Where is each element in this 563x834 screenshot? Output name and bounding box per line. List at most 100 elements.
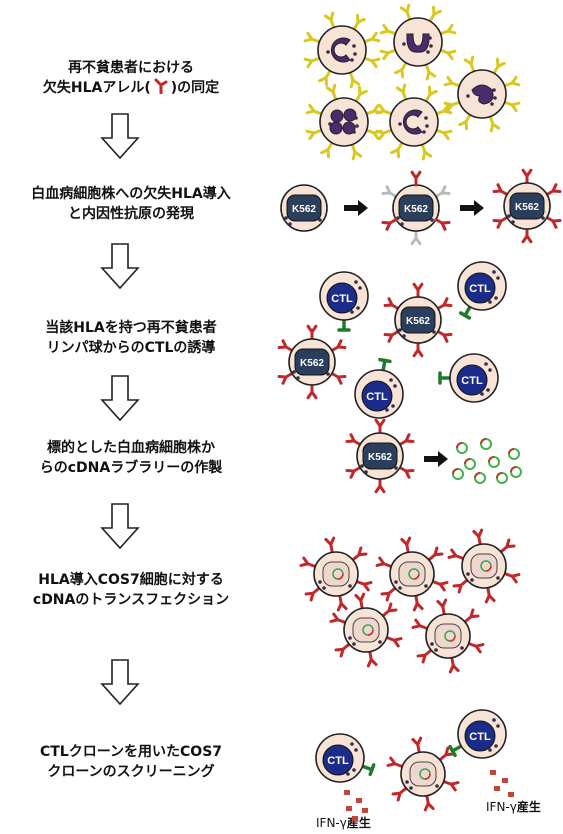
- ctl-label: CTL: [469, 731, 491, 743]
- down-arrow-icon: [101, 243, 139, 289]
- hla-receptor-icon: [380, 586, 397, 602]
- hla-receptor-icon: [330, 372, 347, 385]
- hla-receptor-icon: [363, 31, 381, 44]
- hla-receptor-icon: [492, 183, 509, 196]
- hla-receptor-icon: [351, 546, 368, 562]
- ctl-cell: CTL: [448, 709, 507, 759]
- hla-receptor-icon: [304, 586, 321, 602]
- hla-receptor-icon: [354, 592, 366, 610]
- cos7-cell: [411, 598, 485, 674]
- step-5-text: HLA導入COS7細胞に対する cDNAのトランスフェクション: [0, 570, 262, 610]
- hla-receptor-icon: [329, 612, 347, 624]
- k562-label: K562: [404, 204, 428, 215]
- hla-receptor-icon: [324, 536, 336, 554]
- hla-receptor-icon: [381, 185, 398, 198]
- step-5-line-2: cDNAのトランスフェクション: [32, 592, 230, 608]
- hla-receptor-icon: [436, 330, 453, 343]
- hla-receptor-icon: [391, 786, 408, 802]
- ifn-gamma-prefix-1: IFN-γ: [316, 816, 347, 830]
- hla-receptor-icon: [416, 648, 433, 664]
- hla-receptor-icon: [435, 103, 453, 116]
- hla-receptor-icon: [452, 578, 469, 594]
- hla-receptor-icon: [435, 128, 453, 141]
- step-2-line-2: と内因性抗原の発現: [68, 206, 194, 222]
- hla-receptor-icon: [320, 141, 334, 159]
- hla-receptor-icon: [447, 548, 465, 560]
- step-1-text: 再不貧患者における 欠失HLAアレル( )の同定: [0, 58, 262, 98]
- hla-receptor-icon: [325, 83, 338, 101]
- tcr-receptor-icon: [438, 371, 452, 385]
- tcr-receptor-icon: [448, 744, 463, 758]
- hla-receptor-icon: [448, 656, 460, 674]
- step-1-line-1: 再不貧患者における: [68, 60, 194, 76]
- hla-receptor-icon: [411, 736, 423, 754]
- down-arrow-icon: [101, 503, 139, 549]
- cdna-library-group: K562: [345, 418, 522, 494]
- hla-receptor-icon: [436, 598, 448, 616]
- hla-receptor-icon: [443, 75, 461, 88]
- hla-receptor-icon: [423, 794, 435, 812]
- hla-receptor-icon: [345, 466, 362, 479]
- cdna-plasmid-icon: [452, 468, 464, 480]
- hla-receptor-icon: [375, 103, 393, 116]
- step-6-text: CTLクローンを用いたCOS7 クローンのスクリーニング: [0, 742, 262, 782]
- k562-cell: K562: [345, 418, 415, 494]
- hla-receptor-icon: [299, 556, 317, 568]
- hla-receptor-icon: [436, 297, 453, 310]
- hla-receptor-icon: [381, 602, 398, 618]
- hla-receptor-icon: [334, 642, 351, 658]
- hla-receptor-icon: [350, 143, 363, 161]
- k562-label: K562: [368, 452, 392, 463]
- step-1-line-2b: )の同定: [170, 80, 220, 96]
- step-3-text: 当該HLAを持つ再不貧患者 リンパ球からのCTLの誘導: [0, 318, 262, 358]
- hla-receptor-icon: [336, 594, 348, 612]
- cdna-plasmid-icon: [510, 466, 522, 478]
- cos7-cell: [299, 536, 373, 612]
- hla-receptor-icon: [410, 170, 422, 187]
- hla-receptor-icon: [395, 83, 408, 101]
- granulocyte-cell: [303, 11, 381, 89]
- hla-receptor-icon: [439, 48, 457, 61]
- right-arrow-icon: [344, 200, 368, 216]
- cos7-cell: [447, 528, 521, 604]
- hla-receptor-icon: [323, 11, 336, 29]
- hla-receptor-icon: [277, 339, 294, 352]
- granulocyte-cell: [443, 55, 521, 133]
- hla-receptor-icon: [412, 341, 424, 358]
- hla-receptor-icon: [306, 324, 318, 341]
- hla-receptor-icon: [438, 746, 455, 762]
- k562-label: K562: [406, 316, 430, 327]
- hla-receptor-icon: [398, 433, 415, 446]
- hla-receptor-icon: [434, 218, 451, 231]
- hla-receptor-icon: [374, 477, 386, 494]
- step-4-line-2: らのcDNAラブラリーの作製: [39, 460, 223, 476]
- tcr-receptor-icon: [458, 305, 472, 320]
- step-2-line-1: 白血病細胞株への欠失HLA導入: [31, 186, 231, 202]
- hla-receptor-icon: [305, 103, 323, 116]
- hla-receptor-icon: [386, 756, 404, 768]
- step-1-line-2a: 欠失HLAアレル(: [42, 80, 151, 96]
- k562-label: K562: [292, 204, 316, 215]
- ifn-gamma-dots: [344, 770, 514, 821]
- ctl-label: CTL: [327, 755, 349, 767]
- hla-receptor-icon: [463, 608, 480, 624]
- hla-receptor-icon: [390, 141, 404, 159]
- cdna-plasmid-icon: [496, 472, 508, 484]
- ctl-label: CTL: [331, 293, 353, 305]
- hla-receptor-icon: [355, 580, 373, 592]
- hla-receptor-icon: [467, 642, 485, 654]
- hla-receptor-icon: [318, 69, 332, 87]
- ifn-gamma-label-2: IFN-γ産生: [486, 798, 541, 815]
- hla-receptor-icon: [375, 556, 393, 568]
- hla-receptor-icon: [545, 216, 562, 229]
- k562-label: K562: [515, 202, 539, 213]
- k562-transduction-group: K562 K562 K562: [280, 168, 562, 246]
- ctl-label: CTL: [366, 391, 388, 403]
- step-6-line-2: クローンのスクリーニング: [47, 764, 215, 780]
- granulocyte-group: [303, 3, 521, 161]
- tcr-receptor-icon: [360, 763, 376, 777]
- down-arrow-icon: [101, 659, 139, 705]
- granulocyte-cell: [305, 83, 383, 161]
- hla-receptor-icon: [488, 115, 501, 133]
